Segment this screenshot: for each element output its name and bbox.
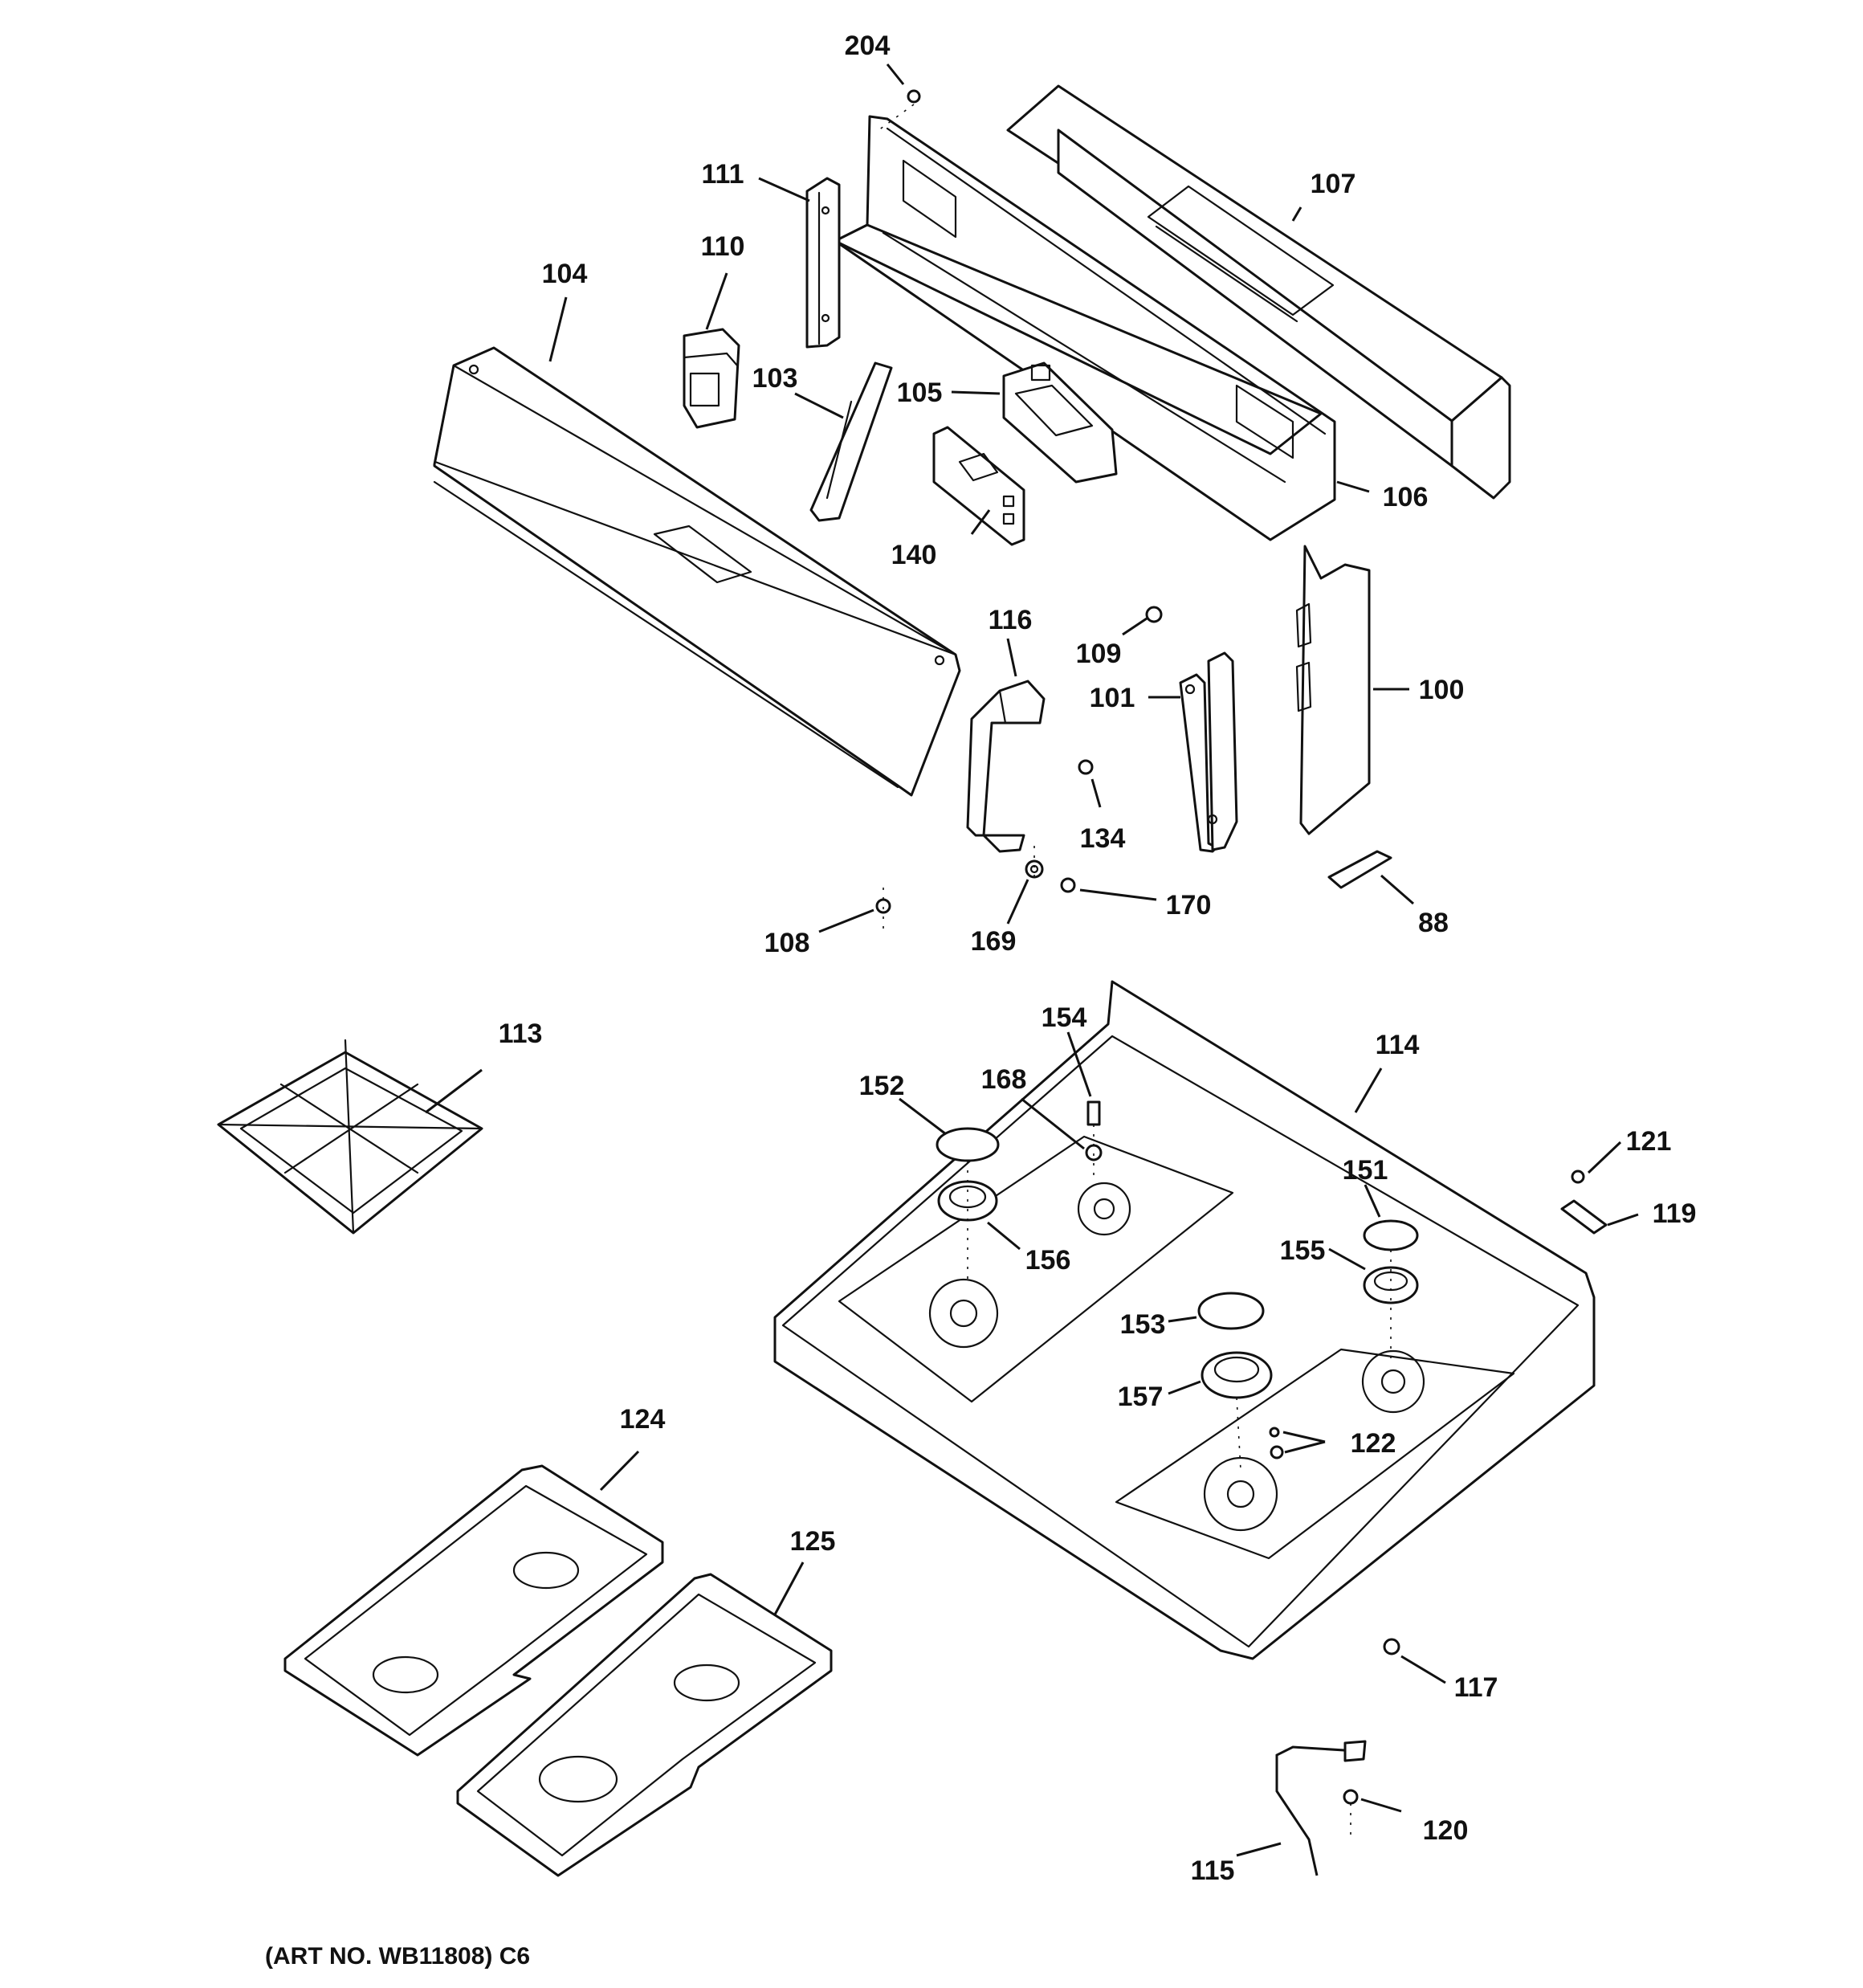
label-119: 119	[1653, 1198, 1697, 1229]
label-154: 154	[1042, 1002, 1087, 1033]
part-107-top-panel	[1006, 84, 1511, 500]
label-103: 103	[752, 363, 798, 394]
label-152: 152	[859, 1071, 905, 1101]
label-104: 104	[542, 259, 588, 289]
part-117-nut	[1383, 1638, 1400, 1655]
part-111-bracket	[805, 177, 841, 349]
part-110-module	[683, 328, 740, 429]
label-116: 116	[989, 605, 1033, 635]
label-106: 106	[1383, 482, 1429, 512]
label-125: 125	[790, 1526, 836, 1557]
part-103-bracket	[809, 361, 893, 522]
label-169: 169	[971, 926, 1017, 957]
part-155-burner-head	[1363, 1266, 1419, 1304]
part-125-burner-bowl	[456, 1573, 833, 1877]
part-120-screw	[1343, 1789, 1359, 1805]
leader-lines	[425, 63, 1639, 1857]
label-107: 107	[1311, 169, 1356, 199]
part-157-burner-head	[1201, 1351, 1273, 1399]
part-204-screw	[874, 89, 921, 133]
label-109: 109	[1076, 639, 1122, 669]
part-115-gas-tube	[1275, 1740, 1367, 1876]
part-119-bracket	[1560, 1199, 1608, 1235]
label-157: 157	[1118, 1382, 1164, 1412]
label-122: 122	[1351, 1428, 1396, 1459]
callout-labels: 204 111 110 107 104 103 105 106 140 116 …	[499, 31, 1697, 1886]
part-153-burner-cap	[1197, 1292, 1265, 1330]
label-120: 120	[1423, 1815, 1469, 1846]
part-170-screw	[1060, 877, 1076, 893]
label-155: 155	[1280, 1235, 1326, 1266]
label-113: 113	[499, 1018, 543, 1049]
label-105: 105	[897, 378, 943, 408]
label-121: 121	[1626, 1126, 1672, 1157]
part-151-burner-cap	[1363, 1219, 1419, 1251]
part-113-burner-grate	[217, 1039, 483, 1235]
part-100-side-trim	[1295, 545, 1371, 835]
label-115: 115	[1191, 1855, 1235, 1886]
label-108: 108	[764, 928, 810, 958]
part-104-control-panel	[433, 346, 961, 797]
label-111: 111	[702, 159, 744, 190]
part-122-electrode-set	[1269, 1427, 1284, 1459]
part-108-screw	[875, 888, 891, 932]
label-140: 140	[891, 540, 937, 570]
part-154-orifice	[1086, 1100, 1101, 1126]
part-106-backsplash	[834, 115, 1336, 541]
label-156: 156	[1025, 1245, 1071, 1276]
label-110: 110	[701, 231, 745, 262]
part-121-screw	[1571, 1170, 1585, 1184]
part-124-burner-bowl	[283, 1464, 664, 1757]
label-170: 170	[1166, 890, 1212, 921]
label-117: 117	[1454, 1672, 1498, 1703]
part-105-electronic-control	[1002, 361, 1118, 484]
part-140-overlay	[932, 426, 1025, 546]
part-101-bracket	[1179, 651, 1238, 853]
label-153: 153	[1120, 1309, 1166, 1340]
part-88-bracket	[1327, 850, 1392, 889]
part-134-screw	[1078, 759, 1094, 775]
label-88: 88	[1418, 908, 1449, 938]
label-100: 100	[1419, 675, 1465, 705]
art-number: (ART NO. WB11808) C6	[265, 1943, 530, 1970]
part-116-end-cap	[966, 680, 1046, 853]
part-168-electrode	[1085, 1144, 1103, 1161]
label-151: 151	[1343, 1155, 1388, 1186]
label-168: 168	[981, 1064, 1027, 1095]
label-134: 134	[1080, 823, 1126, 854]
label-114: 114	[1376, 1030, 1420, 1060]
assembly-axes	[967, 843, 1392, 1839]
label-204: 204	[845, 31, 891, 61]
part-109-nut	[1145, 606, 1163, 623]
label-101: 101	[1090, 683, 1135, 713]
label-124: 124	[620, 1404, 666, 1435]
